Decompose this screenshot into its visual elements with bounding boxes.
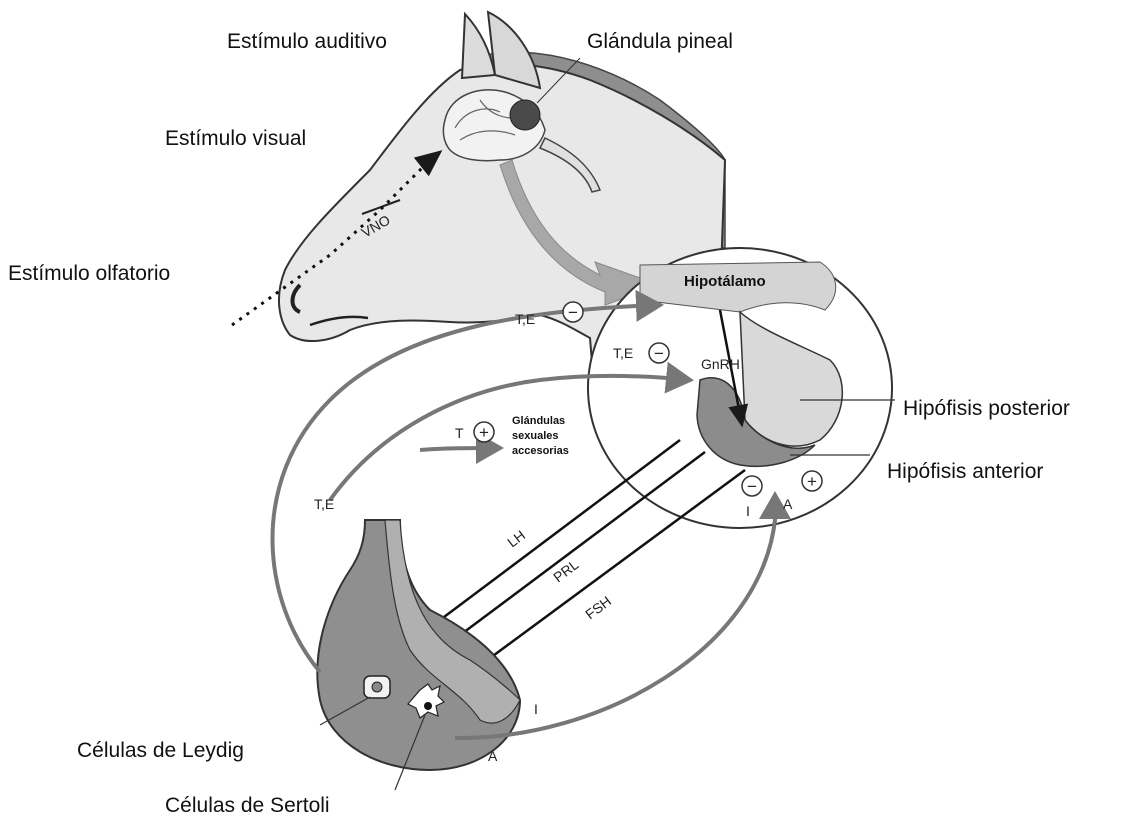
sertoli-nucleus bbox=[424, 702, 432, 710]
label-gnrh: GnRH bbox=[701, 356, 740, 372]
label-stimulus-visual: Estímulo visual bbox=[165, 127, 306, 151]
minus-sign-pituitary: − bbox=[654, 344, 664, 363]
label-leydig-cells: Células de Leydig bbox=[77, 739, 244, 763]
label-stimulus-auditory: Estímulo auditivo bbox=[227, 30, 387, 54]
label-pineal-gland: Glándula pineal bbox=[587, 30, 733, 54]
label-posterior-pituitary: Hipófisis posterior bbox=[903, 397, 1070, 421]
plus-sign-glands: + bbox=[479, 423, 489, 442]
label-accessory-glands: Glándulas sexuales accesorias bbox=[512, 414, 607, 459]
pineal-gland-shape bbox=[510, 100, 540, 130]
leydig-nucleus bbox=[372, 682, 382, 692]
label-hypothalamus: Hipotálamo bbox=[684, 273, 766, 290]
t-to-accessory-glands-arrow bbox=[420, 448, 500, 450]
prl-label: PRL bbox=[550, 556, 582, 585]
label-stimulus-olfactory: Estímulo olfatorio bbox=[8, 262, 170, 286]
label-te-pituitary: T,E bbox=[613, 345, 633, 361]
label-a-pituitary: A bbox=[783, 496, 792, 512]
minus-sign-head: − bbox=[568, 303, 578, 322]
plus-sign-activin: + bbox=[807, 472, 817, 491]
label-i-testis: I bbox=[534, 701, 538, 717]
label-te-head: T,E bbox=[515, 311, 535, 327]
label-a-testis: A bbox=[488, 748, 497, 764]
minus-sign-inhibin: − bbox=[747, 477, 757, 496]
label-sertoli-cells: Células de Sertoli bbox=[165, 794, 330, 818]
label-i-pituitary: I bbox=[746, 503, 750, 519]
label-te-left: T,E bbox=[314, 496, 334, 512]
label-t: T bbox=[455, 425, 464, 441]
fsh-label: FSH bbox=[582, 593, 614, 623]
label-anterior-pituitary: Hipófisis anterior bbox=[887, 460, 1043, 484]
lh-label: LH bbox=[504, 527, 528, 551]
